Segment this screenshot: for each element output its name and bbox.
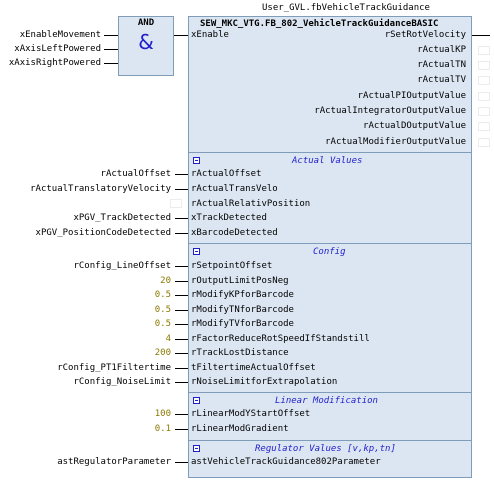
wire: [175, 189, 188, 190]
section-title-actual-values: Actual Values: [292, 156, 363, 166]
wire: [175, 324, 188, 325]
input-constant[interactable]: 0.5: [154, 305, 171, 315]
and-input-label[interactable]: xAxisRightPowered: [8, 58, 101, 68]
output-stub[interactable]: [478, 107, 490, 116]
wire: [472, 35, 490, 36]
output-stub[interactable]: [478, 138, 490, 147]
wire: [175, 339, 188, 340]
input-pin[interactable]: rNoiseLimitforExtrapolation: [191, 377, 338, 387]
output-pin[interactable]: rActualDOutputValue: [363, 121, 466, 131]
and-input-label[interactable]: xAxisLeftPowered: [14, 44, 101, 54]
pin-xenable[interactable]: xEnable: [191, 30, 229, 40]
output-stub[interactable]: [478, 122, 490, 131]
wire: [174, 35, 188, 36]
wire: [104, 63, 118, 64]
and-block-title: AND: [137, 18, 155, 28]
function-block[interactable]: [188, 16, 472, 478]
output-pin[interactable]: rActualTN: [417, 60, 466, 70]
section-title-regulator-values: Regulator Values [v,kp,tn]: [255, 444, 396, 454]
input-constant[interactable]: 200: [154, 348, 171, 358]
input-constant[interactable]: 0.5: [154, 319, 171, 329]
collapse-minus-icon[interactable]: [193, 157, 200, 164]
wire: [175, 368, 188, 369]
input-pin[interactable]: rFactorReduceRotSpeedIfStandstill: [191, 334, 370, 344]
wire: [104, 49, 118, 50]
output-stub[interactable]: [478, 92, 490, 101]
output-stub[interactable]: [478, 46, 490, 55]
wire: [175, 353, 188, 354]
input-pin[interactable]: rModifyKPforBarcode: [191, 290, 294, 300]
fb-type-name: SEW_MKC_VTG.FB_802_VehicleTrackGuidanceB…: [200, 19, 439, 29]
input-source[interactable]: rConfig_LineOffset: [73, 261, 171, 271]
wire: [175, 233, 188, 234]
input-pin[interactable]: rModifyTVforBarcode: [191, 319, 294, 329]
input-pin[interactable]: rActualTransVelo: [191, 184, 278, 194]
wire: [175, 429, 188, 430]
output-pin[interactable]: rActualPIOutputValue: [357, 91, 466, 101]
output-pin[interactable]: rActualTV: [417, 75, 466, 85]
input-constant[interactable]: 100: [154, 409, 171, 419]
input-constant[interactable]: 20: [160, 276, 171, 286]
input-source[interactable]: rConfig_NoiseLimit: [73, 377, 171, 387]
output-stub[interactable]: [478, 76, 490, 85]
input-pin[interactable]: xBarcodeDetected: [191, 228, 278, 238]
wire: [175, 218, 188, 219]
input-source[interactable]: astRegulatorParameter: [57, 457, 171, 467]
output-pin[interactable]: rSetRotVelocity: [384, 30, 466, 40]
output-stub[interactable]: [478, 61, 490, 70]
input-pin[interactable]: rLinearModGradient: [191, 424, 289, 434]
input-constant[interactable]: 4: [165, 334, 171, 344]
input-pin[interactable]: xTrackDetected: [191, 213, 267, 223]
wire: [175, 462, 188, 463]
and-symbol-icon: &: [138, 30, 154, 54]
and-block[interactable]: [118, 16, 174, 76]
and-input-label[interactable]: xEnableMovement: [19, 30, 101, 40]
wire: [175, 266, 188, 267]
instance-name[interactable]: User_GVL.fbVehicleTrackGuidance: [262, 3, 430, 13]
wire: [175, 414, 188, 415]
input-source[interactable]: xPGV_PositionCodeDetected: [35, 228, 171, 238]
input-stub[interactable]: [170, 199, 182, 208]
output-pin[interactable]: rActualKP: [417, 45, 466, 55]
input-pin[interactable]: astVehicleTrackGuidance802Parameter: [191, 457, 381, 467]
section-title-linear-modification: Linear Modification: [275, 396, 378, 406]
input-pin[interactable]: tFiltertimeActualOffset: [191, 363, 316, 373]
section-title-config: Config: [313, 247, 346, 257]
input-source[interactable]: rActualOffset: [100, 169, 171, 179]
section-divider: [188, 440, 472, 441]
wire: [104, 35, 118, 36]
input-pin[interactable]: rTrackLostDistance: [191, 348, 289, 358]
input-pin[interactable]: rLinearModYStartOffset: [191, 409, 311, 419]
input-pin[interactable]: rOutputLimitPosNeg: [191, 276, 289, 286]
input-pin[interactable]: rActualRelativPosition: [191, 199, 311, 209]
output-pin[interactable]: rActualModifierOutputValue: [325, 137, 466, 147]
input-pin[interactable]: rModifyTNforBarcode: [191, 305, 294, 315]
wire: [175, 174, 188, 175]
output-pin[interactable]: rActualIntegratorOutputValue: [314, 106, 466, 116]
wire: [175, 382, 188, 383]
section-divider: [188, 392, 472, 393]
input-constant[interactable]: 0.1: [154, 424, 171, 434]
input-pin[interactable]: rActualOffset: [191, 169, 262, 179]
collapse-minus-icon[interactable]: [193, 397, 200, 404]
input-constant[interactable]: 0.5: [154, 290, 171, 300]
wire: [175, 281, 188, 282]
input-source[interactable]: rConfig_PT1Filtertime: [57, 363, 171, 373]
wire: [175, 310, 188, 311]
section-divider: [188, 152, 472, 153]
input-source[interactable]: xPGV_TrackDetected: [73, 213, 171, 223]
section-divider: [188, 243, 472, 244]
collapse-minus-icon[interactable]: [193, 248, 200, 255]
collapse-minus-icon[interactable]: [193, 445, 200, 452]
wire: [175, 295, 188, 296]
input-pin[interactable]: rSetpointOffset: [191, 261, 273, 271]
input-source[interactable]: rActualTranslatoryVelocity: [30, 184, 171, 194]
